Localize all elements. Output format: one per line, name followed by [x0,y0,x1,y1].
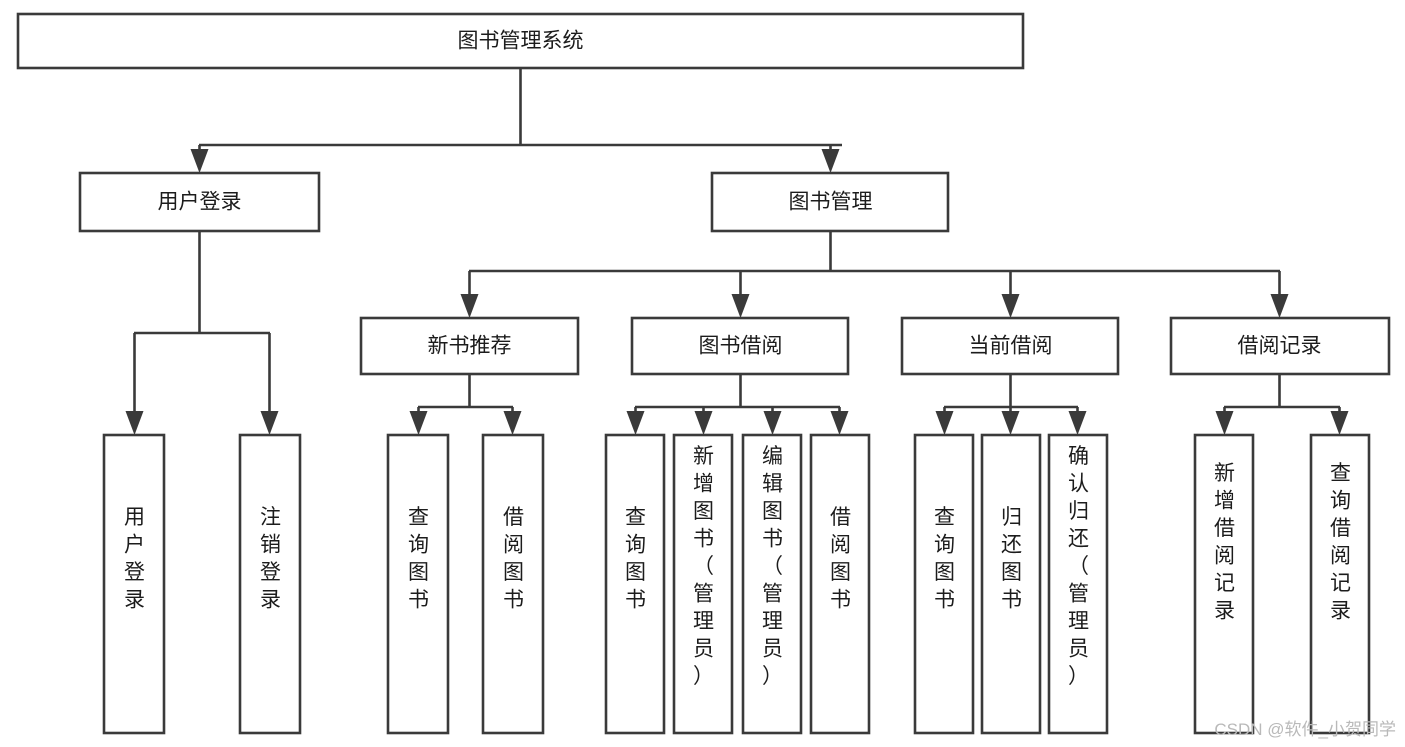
node-book-borrow-label: 图书借阅 [699,335,783,358]
node-leaf-borrow-book-bb-box[interactable] [809,433,871,735]
node-leaf-query-book-bb-label: 查询图书 [625,506,646,612]
arrow-head-current-borrow [1001,294,1020,318]
csdn-watermark: CSDN @软件_小贺同学 [1214,720,1396,739]
arrow-head-leaf-confirm-return-admin [1068,411,1087,435]
node-leaf-confirm-return-admin-box[interactable] [1047,433,1109,735]
arrow-head-leaf-add-book-admin [694,411,713,435]
node-leaf-query-borrow-record[interactable]: 查询借阅记录 [1309,433,1371,735]
connector-group-borrow-record [1215,374,1349,435]
connector-group-book-management [460,231,1289,318]
node-leaf-query-book-nbr-box[interactable] [386,433,450,735]
node-root-label: 图书管理系统 [458,30,584,53]
node-leaf-query-book-nbr-label: 查询图书 [408,506,429,612]
node-leaf-return-book-box[interactable] [980,433,1042,735]
node-book-management-label: 图书管理 [789,191,873,214]
node-root-box[interactable] [16,12,1025,70]
node-leaf-return-book-label: 归还图书 [1001,506,1022,612]
node-leaf-edit-book-admin[interactable]: 编辑图书（管理员） [741,433,803,735]
arrow-head-leaf-borrow-book-nbr [503,411,522,435]
node-leaf-query-book-cb-box[interactable] [913,433,975,735]
node-user-login-label: 用户登录 [158,191,242,214]
node-leaf-logout-label: 注销登录 [260,506,281,612]
node-leaf-query-book-bb[interactable]: 查询图书 [604,433,666,735]
node-leaf-return-book[interactable]: 归还图书 [980,433,1042,735]
node-leaf-add-book-admin-label: 新增图书（管理员） [693,445,714,688]
node-leaf-query-borrow-record-label: 查询借阅记录 [1330,462,1351,623]
arrow-head-leaf-return-book [1001,411,1020,435]
node-user-login-box[interactable] [78,171,321,233]
node-leaf-borrow-book-bb-label: 借阅图书 [830,506,851,612]
node-borrow-record-label: 借阅记录 [1238,335,1322,358]
arrow-head-leaf-query-book-cb [935,411,954,435]
node-book-borrow-box[interactable] [630,316,850,376]
node-book-management-box[interactable] [710,171,950,233]
connector-group-new-book-recommend [409,374,522,435]
node-leaf-add-borrow-record[interactable]: 新增借阅记录 [1193,433,1255,735]
node-leaf-borrow-book-bb[interactable]: 借阅图书 [809,433,871,735]
node-leaf-query-borrow-record-box[interactable] [1309,433,1371,735]
node-leaf-user-login-label: 用户登录 [124,506,145,612]
node-leaf-edit-book-admin-label: 编辑图书（管理员） [762,445,783,688]
node-leaf-confirm-return-admin-label: 确认归还（管理员） [1068,445,1089,688]
connector-group-user-login [125,231,279,435]
node-new-book-recommend[interactable]: 新书推荐 [359,316,580,376]
node-book-borrow[interactable]: 图书借阅 [630,316,850,376]
node-current-borrow[interactable]: 当前借阅 [900,316,1120,376]
arrow-head-book-management [821,149,840,173]
arrow-head-new-book-recommend [460,294,479,318]
connector-group-book-borrow [626,374,849,435]
node-new-book-recommend-box[interactable] [359,316,580,376]
node-leaf-logout-box[interactable] [238,433,302,735]
node-leaf-add-book-admin-box[interactable] [672,433,734,735]
node-root[interactable]: 图书管理系统 [16,12,1025,70]
node-leaf-query-book-nbr[interactable]: 查询图书 [386,433,450,735]
arrow-head-leaf-query-book-bb [626,411,645,435]
arrow-head-leaf-query-book-nbr [409,411,428,435]
node-new-book-recommend-label: 新书推荐 [428,335,512,358]
node-leaf-query-book-cb[interactable]: 查询图书 [913,433,975,735]
node-borrow-record[interactable]: 借阅记录 [1169,316,1391,376]
arrow-head-borrow-record [1270,294,1289,318]
arrow-head-leaf-edit-book-admin [763,411,782,435]
node-leaf-edit-book-admin-box[interactable] [741,433,803,735]
arrow-head-leaf-user-login [125,411,144,435]
node-current-borrow-box[interactable] [900,316,1120,376]
node-borrow-record-box[interactable] [1169,316,1391,376]
node-user-login[interactable]: 用户登录 [78,171,321,233]
node-leaf-user-login[interactable]: 用户登录 [102,433,166,735]
node-leaf-add-borrow-record-label: 新增借阅记录 [1214,462,1235,623]
node-leaf-borrow-book-nbr-label: 借阅图书 [503,506,524,612]
node-leaf-query-book-bb-box[interactable] [604,433,666,735]
node-leaf-borrow-book-nbr[interactable]: 借阅图书 [481,433,545,735]
arrow-head-leaf-query-borrow-record [1330,411,1349,435]
connector-group-current-borrow [935,374,1087,435]
node-book-management[interactable]: 图书管理 [710,171,950,233]
arrow-head-leaf-borrow-book-bb [830,411,849,435]
node-current-borrow-label: 当前借阅 [969,335,1053,358]
arrow-head-user-login [190,149,209,173]
node-leaf-logout[interactable]: 注销登录 [238,433,302,735]
node-leaf-user-login-box[interactable] [102,433,166,735]
arrow-head-leaf-add-borrow-record [1215,411,1234,435]
node-leaf-query-book-cb-label: 查询图书 [934,506,955,612]
connector-group-root [190,68,842,173]
node-leaf-add-borrow-record-box[interactable] [1193,433,1255,735]
arrow-head-book-borrow [731,294,750,318]
node-leaf-borrow-book-nbr-box[interactable] [481,433,545,735]
node-leaf-add-book-admin[interactable]: 新增图书（管理员） [672,433,734,735]
node-leaf-confirm-return-admin[interactable]: 确认归还（管理员） [1047,433,1109,735]
arrow-head-leaf-logout [260,411,279,435]
